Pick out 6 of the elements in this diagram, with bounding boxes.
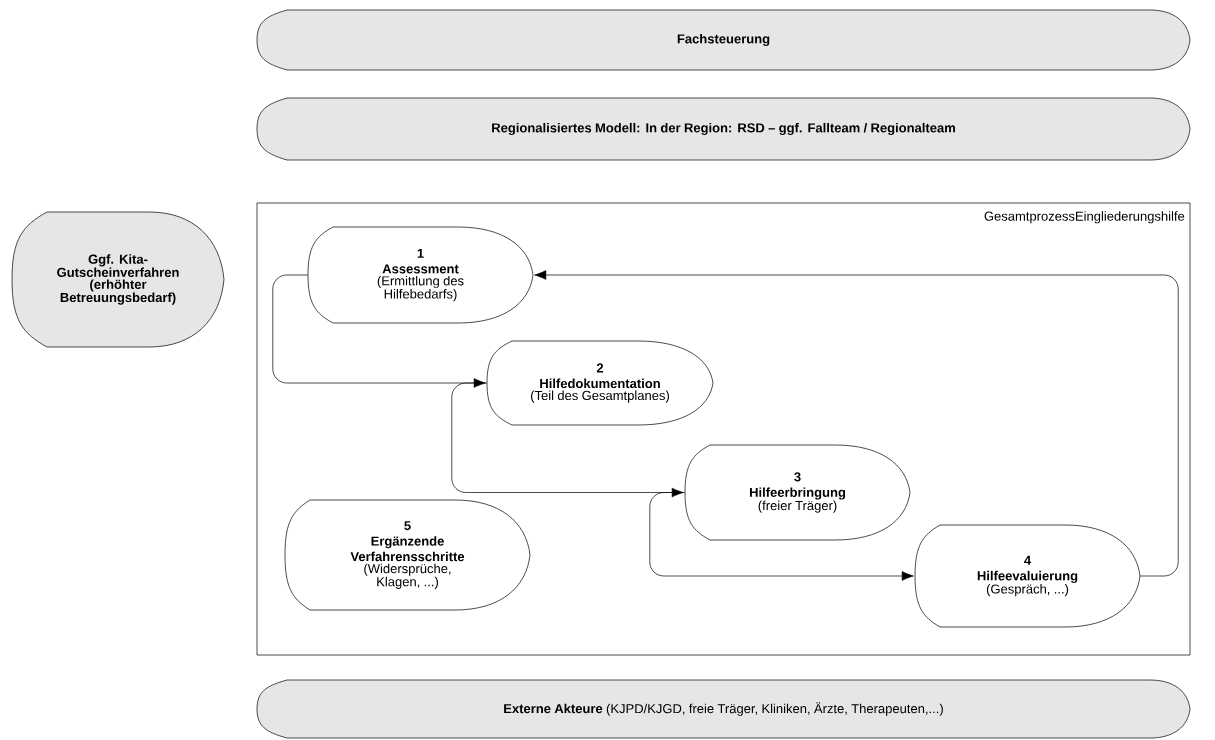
arrow [649, 492, 914, 581]
container-box [256, 202, 1191, 656]
arrow [272, 274, 486, 388]
arrow [534, 270, 1179, 577]
arrow [451, 382, 684, 498]
container-title: GesamtprozessEingliederungshilfe [984, 211, 1185, 224]
